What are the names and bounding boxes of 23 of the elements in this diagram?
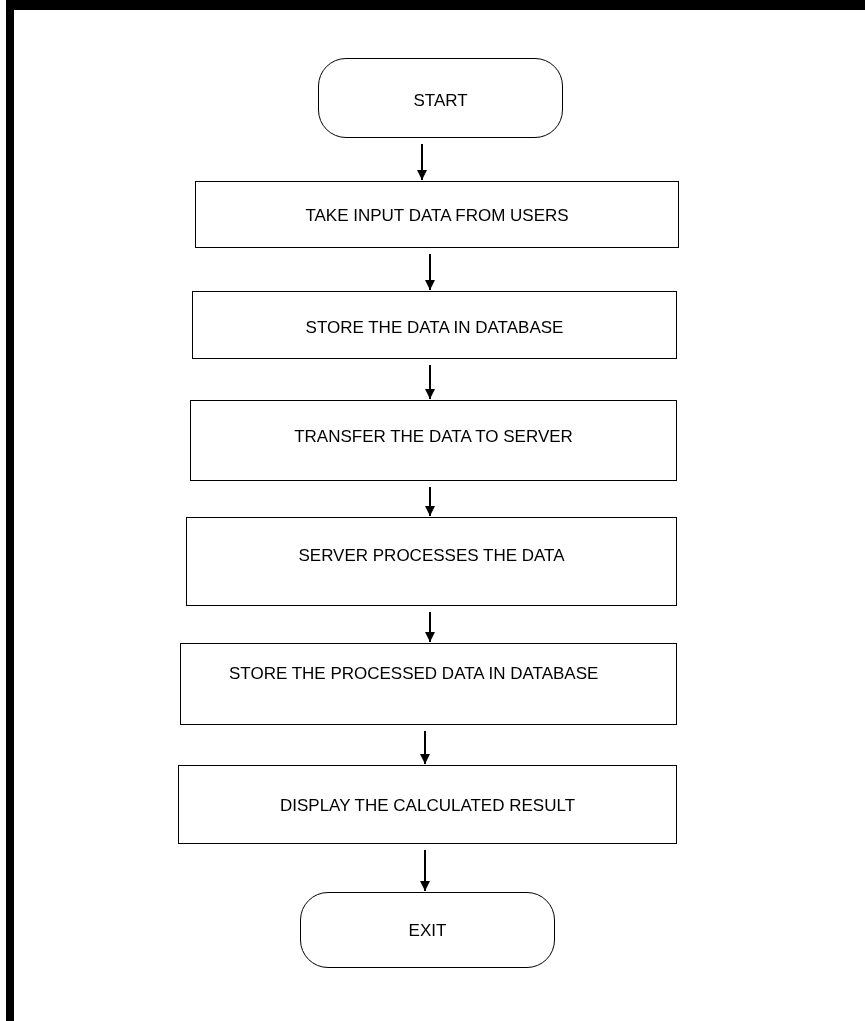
node-label: TRANSFER THE DATA TO SERVER bbox=[293, 426, 574, 448]
node-label: EXIT bbox=[407, 920, 448, 942]
arrow bbox=[425, 364, 435, 400]
arrow bbox=[425, 486, 435, 517]
node-label: STORE THE DATA IN DATABASE bbox=[304, 317, 565, 339]
process-box bbox=[192, 291, 677, 359]
process-box bbox=[195, 181, 679, 248]
process-box bbox=[190, 400, 677, 481]
node-label: DISPLAY THE CALCULATED RESULT bbox=[278, 795, 577, 817]
arrow bbox=[420, 730, 430, 765]
node-label: STORE THE PROCESSED DATA IN DATABASE bbox=[228, 663, 600, 685]
node-label: TAKE INPUT DATA FROM USERS bbox=[304, 205, 570, 227]
process-box bbox=[180, 643, 677, 725]
process-box bbox=[178, 765, 677, 844]
arrow bbox=[425, 611, 435, 643]
terminator-shape bbox=[300, 892, 555, 968]
node-label: START bbox=[412, 90, 469, 112]
node-label: SERVER PROCESSES THE DATA bbox=[297, 545, 566, 567]
terminator-shape bbox=[318, 58, 563, 138]
process-box bbox=[186, 517, 677, 606]
arrow bbox=[417, 143, 427, 181]
arrow bbox=[425, 253, 435, 291]
arrow bbox=[420, 849, 430, 892]
